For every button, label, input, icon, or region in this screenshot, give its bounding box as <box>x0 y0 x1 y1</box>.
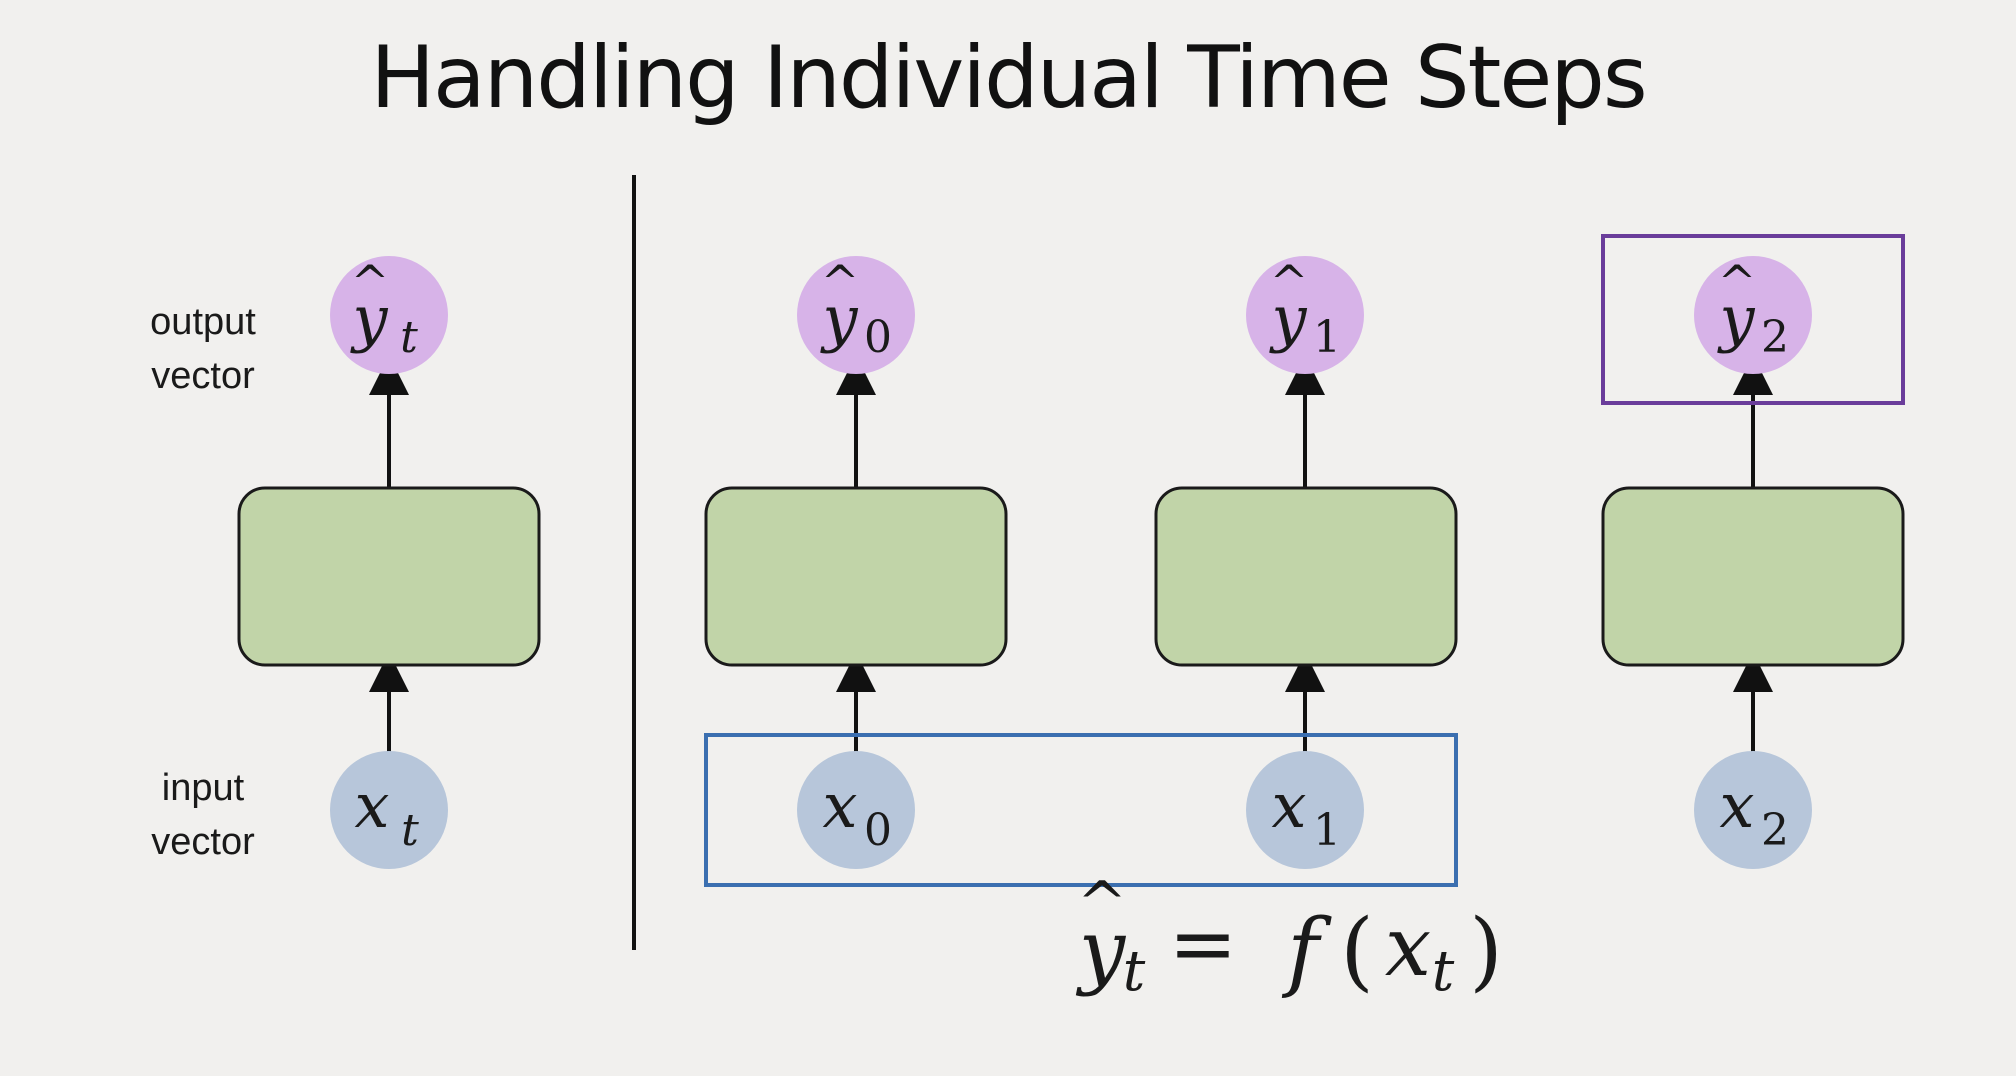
equation: y ^ t = f ( x t ) <box>1075 869 1503 1004</box>
rnn-cell <box>1154 486 1458 667</box>
output-node-hat: ^ <box>1718 255 1757 309</box>
output-node-hat: ^ <box>1270 255 1309 309</box>
input-node <box>330 751 448 869</box>
input-node-subscript: 0 <box>864 805 892 856</box>
equation-argument-subscript: t <box>1432 939 1455 1004</box>
output-node <box>330 256 448 374</box>
output-node-subscript: 1 <box>1313 312 1341 363</box>
input-node-subscript: t <box>401 805 419 856</box>
output-node-subscript: 2 <box>1761 312 1789 363</box>
output-vector-label-line1: output <box>150 301 256 343</box>
input-node-subscript: 2 <box>1761 805 1789 856</box>
equation-argument: x <box>1385 900 1431 995</box>
input-node <box>797 751 915 869</box>
input-vector-label-line2: vector <box>151 821 255 863</box>
input-node-subscript: 1 <box>1313 805 1341 856</box>
equation-open-paren: ( <box>1340 901 1374 1001</box>
output-vector-label-line2: vector <box>151 355 255 397</box>
output-node-label: y <box>819 282 858 355</box>
output-node-label: y <box>1716 282 1755 355</box>
input-node-label: x <box>823 769 858 842</box>
input-vector-label-line1: input <box>162 767 245 809</box>
rnn-cell <box>704 486 1008 667</box>
output-node <box>1246 256 1364 374</box>
equation-function: f <box>1281 901 1332 1001</box>
input-node <box>1246 751 1364 869</box>
output-node <box>797 256 915 374</box>
rnn-cell <box>237 486 541 667</box>
output-node-subscript: 0 <box>864 312 892 363</box>
output-node-label: y <box>1268 282 1307 355</box>
input-node <box>1694 751 1812 869</box>
time-step-2: y ^ 2 x 2 <box>1601 255 1905 869</box>
output-node-subscript: t <box>400 312 418 363</box>
equation-lhs: y <box>1075 903 1127 998</box>
equation-close-paren: ) <box>1469 901 1503 1001</box>
equation-lhs-subscript: t <box>1123 939 1146 1004</box>
single-cell-column: y ^ t x t <box>237 255 541 869</box>
time-step-1: y ^ 1 x 1 <box>1154 255 1458 869</box>
output-node-label: y <box>349 282 388 355</box>
rnn-cell <box>1601 486 1905 667</box>
output-highlight-box <box>1601 234 1905 405</box>
output-node <box>1694 256 1812 374</box>
output-node-hat: ^ <box>821 255 860 309</box>
input-node-label: x <box>1720 769 1755 842</box>
input-highlight-box <box>704 733 1458 887</box>
output-node-hat: ^ <box>351 255 390 309</box>
slide-title: Handling Individual Time Steps <box>370 28 1647 128</box>
equation-lhs-hat: ^ <box>1077 869 1127 939</box>
input-node-label: x <box>1272 769 1307 842</box>
equation-equals: = <box>1169 897 1238 992</box>
input-node-label: x <box>355 769 390 842</box>
time-step-0: y ^ 0 x 0 <box>704 255 1008 869</box>
